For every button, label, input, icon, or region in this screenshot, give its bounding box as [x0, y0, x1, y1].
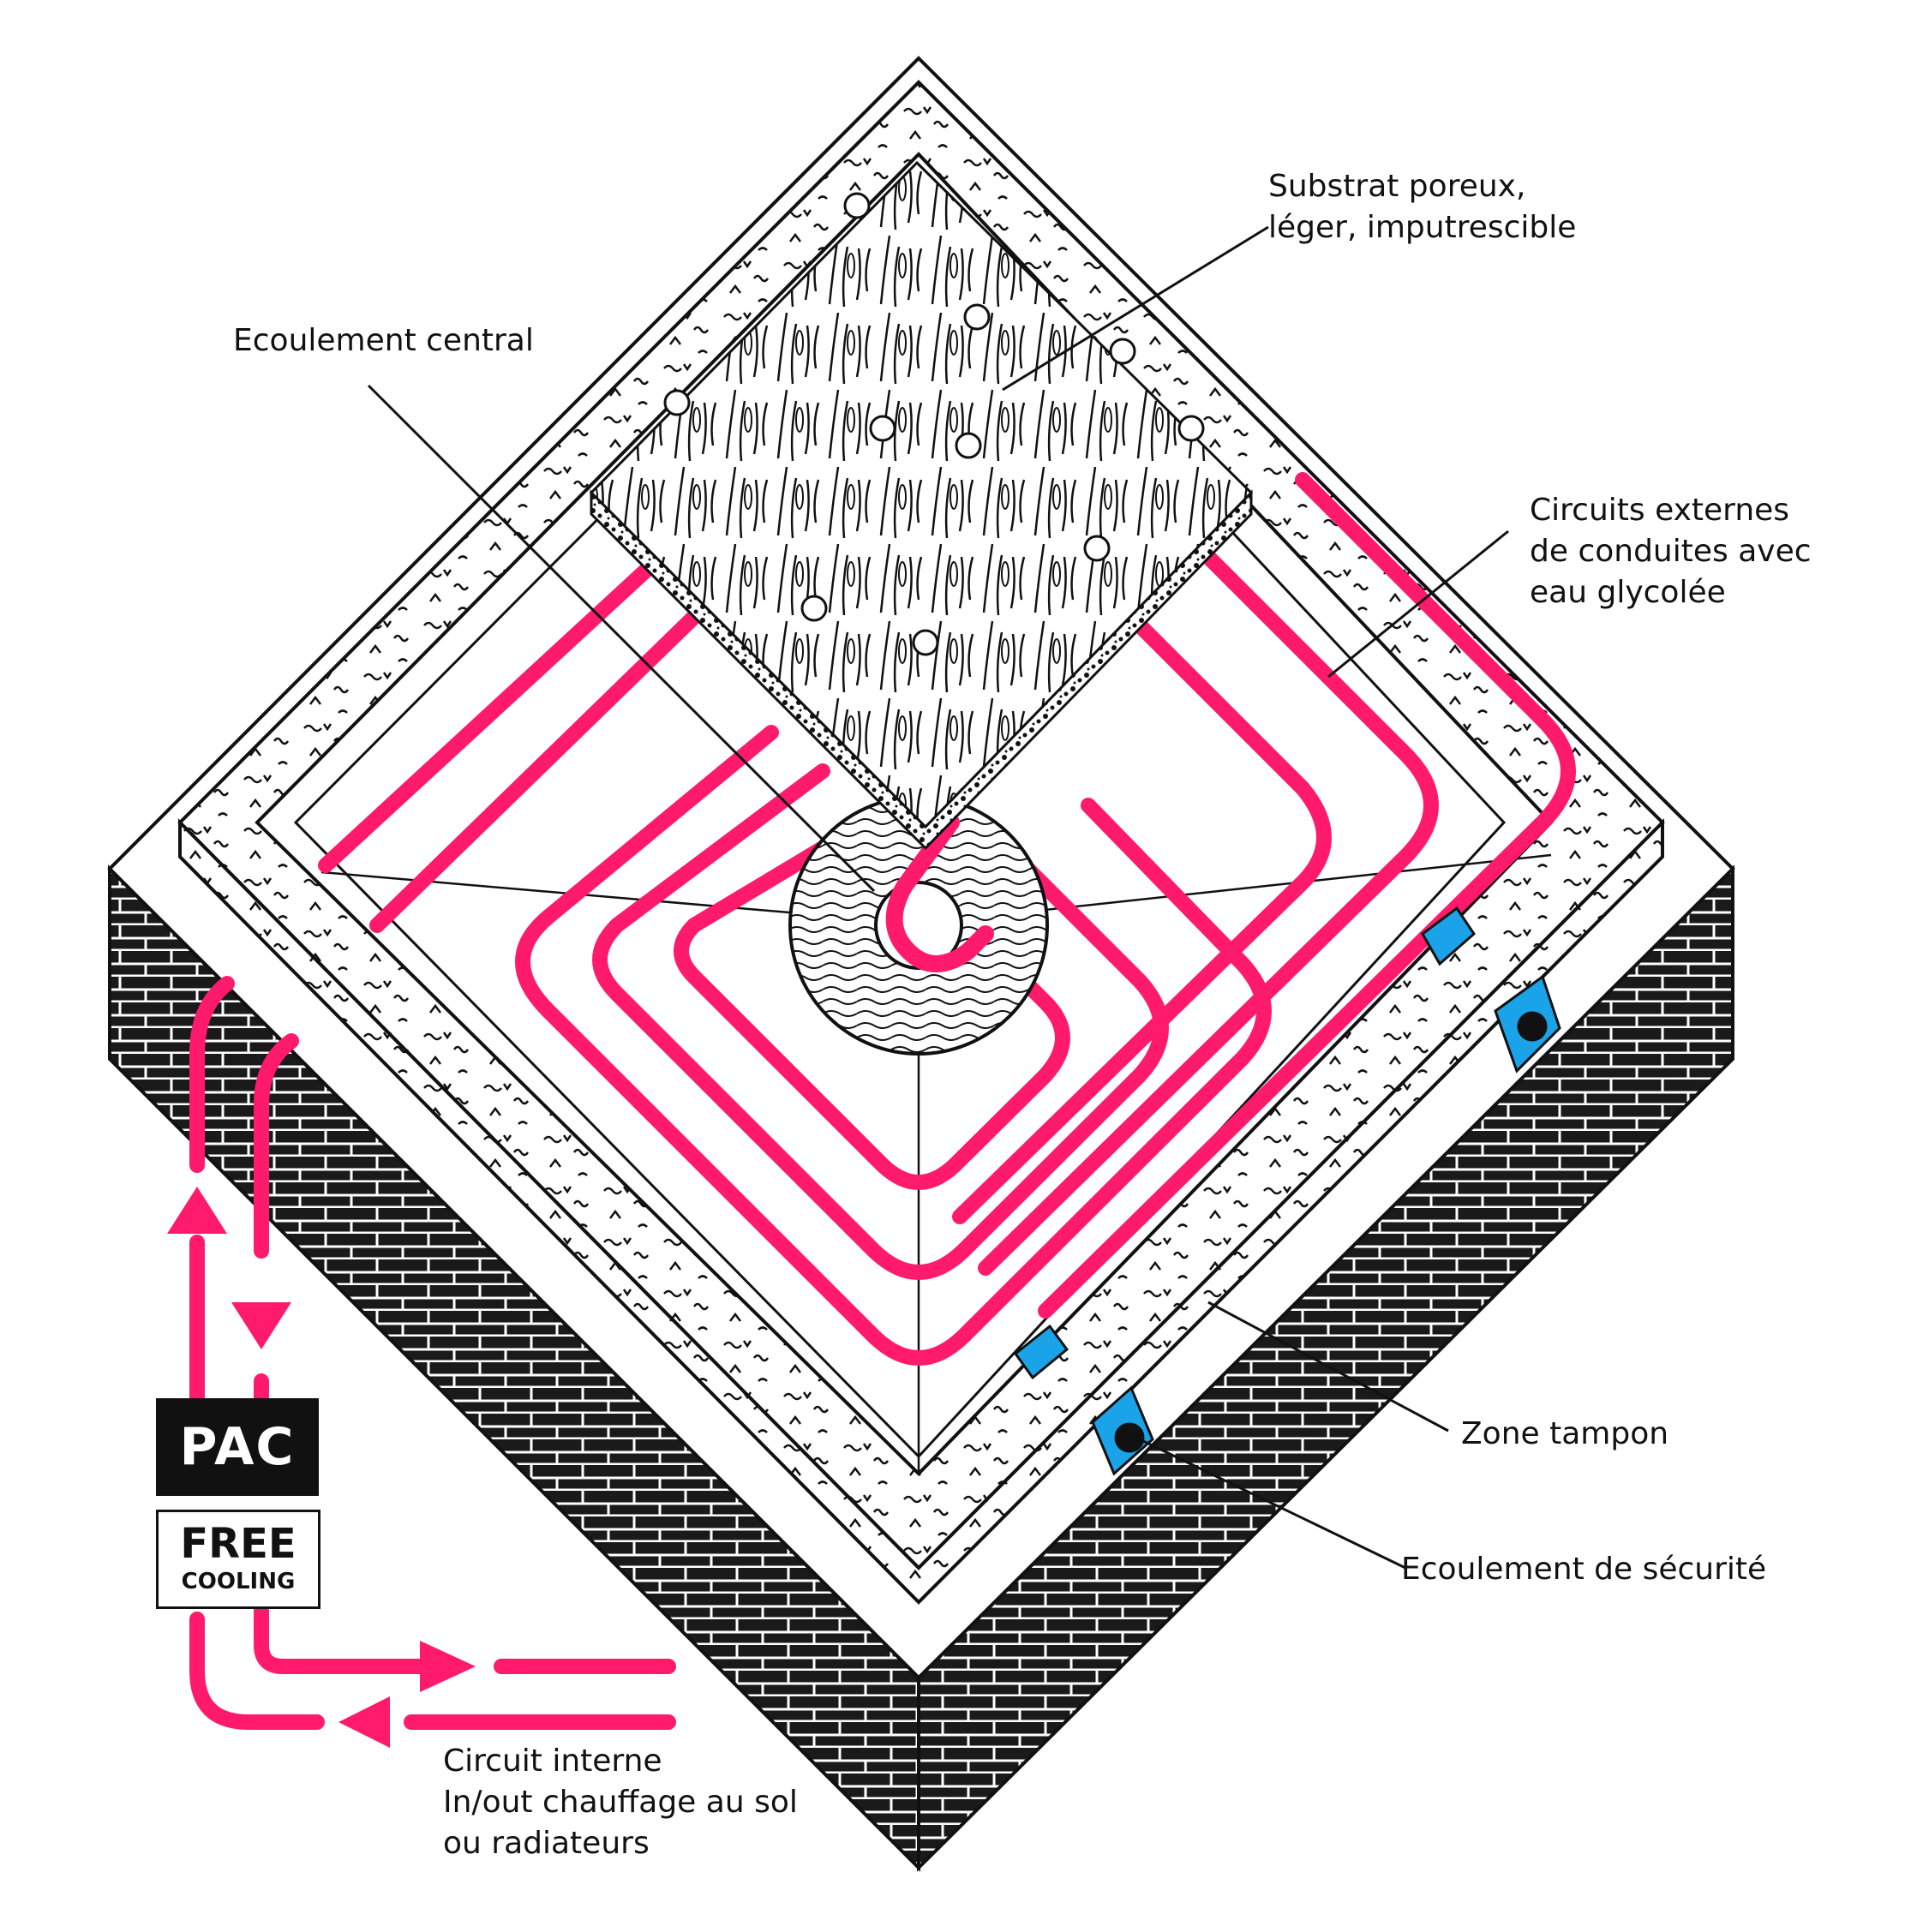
- pipe-return: [254, 1603, 428, 1674]
- flower: [843, 192, 871, 219]
- label-circuit-interne-line-1: Circuit interne: [443, 1744, 662, 1779]
- label-circuits-line-2: de conduites avec: [1530, 534, 1812, 569]
- flower: [912, 629, 939, 656]
- label-circuit-interne-line-2: In/out chauffage au sol: [443, 1785, 798, 1820]
- internal-circuit: [189, 976, 676, 1730]
- circuit-loop-7: [978, 541, 1439, 1276]
- circuit-loop-3: [515, 725, 1272, 1366]
- arrow-up-icon: [167, 1187, 227, 1234]
- safety-drain-hole: [1517, 1011, 1548, 1042]
- label-circuits-line-1: Circuits externes: [1530, 493, 1790, 528]
- arrow-left-icon: [338, 1696, 390, 1748]
- label-circuits-line-3: eau glycolée: [1530, 575, 1726, 610]
- flow-arrows: [167, 1187, 476, 1748]
- flower: [800, 595, 828, 622]
- leader-ecoulement-central: [367, 384, 876, 893]
- pipe-down: [254, 1033, 299, 1259]
- circuit-loop-9: [952, 609, 1332, 1224]
- label-ecoulement-securite: Ecoulement de sécurité: [1401, 1552, 1767, 1587]
- free-cooling-line-2: COOLING: [181, 1569, 296, 1594]
- vegetation-slab: [589, 160, 1254, 829]
- safety-drain-hole: [1114, 1422, 1145, 1453]
- flower: [869, 415, 896, 442]
- label-zone-tampon: Zone tampon: [1461, 1416, 1669, 1451]
- zone-tampon-front: [178, 818, 1664, 1605]
- arrow-right-icon: [420, 1641, 476, 1692]
- leader-substrat: [1002, 225, 1269, 392]
- safety-drains: [1013, 906, 1561, 1476]
- flower: [1109, 338, 1136, 365]
- free-cooling-line-1: FREE: [180, 1520, 297, 1568]
- label-circuits-externes: Circuits externes de conduites avec eau …: [1530, 490, 1812, 613]
- label-circuit-interne-line-3: ou radiateurs: [443, 1826, 650, 1861]
- flower: [1083, 535, 1111, 562]
- pipe-out: [189, 1612, 325, 1730]
- label-substrat-line-1: Substrat poreux,: [1268, 169, 1526, 204]
- label-substrat-line-2: léger, imputrescible: [1268, 210, 1577, 245]
- leader-ecoulement-securite: [1139, 1438, 1406, 1570]
- flower: [663, 389, 691, 416]
- leader-lines: [367, 225, 1509, 1570]
- leader-circuits-externes: [1327, 529, 1509, 679]
- flower: [963, 303, 991, 331]
- external-circuits: [318, 472, 1576, 1366]
- arrow-down-icon: [231, 1302, 291, 1349]
- label-circuit-interne: Circuit interne In/out chauffage au sol …: [443, 1741, 798, 1864]
- circuit-loop-8: [1038, 472, 1576, 1319]
- circuit-loop-2: [369, 609, 702, 933]
- safety-drain-tab: [1013, 1324, 1069, 1380]
- vegetation-flowers: [663, 192, 1205, 656]
- label-ecoulement-central: Ecoulement central: [233, 323, 534, 358]
- circuit-loop-5: [674, 815, 1070, 1190]
- leader-zone-tampon: [1207, 1301, 1449, 1433]
- central-drain-pipe: [885, 814, 994, 972]
- pipe-up: [189, 976, 235, 1173]
- free-cooling-unit: FREE COOLING: [156, 1510, 320, 1609]
- safety-drain-tab: [1421, 906, 1476, 966]
- flower: [1177, 415, 1205, 442]
- label-substrat: Substrat poreux, léger, imputrescible: [1268, 166, 1576, 248]
- flower: [955, 432, 982, 459]
- pac-unit: PAC: [156, 1398, 319, 1496]
